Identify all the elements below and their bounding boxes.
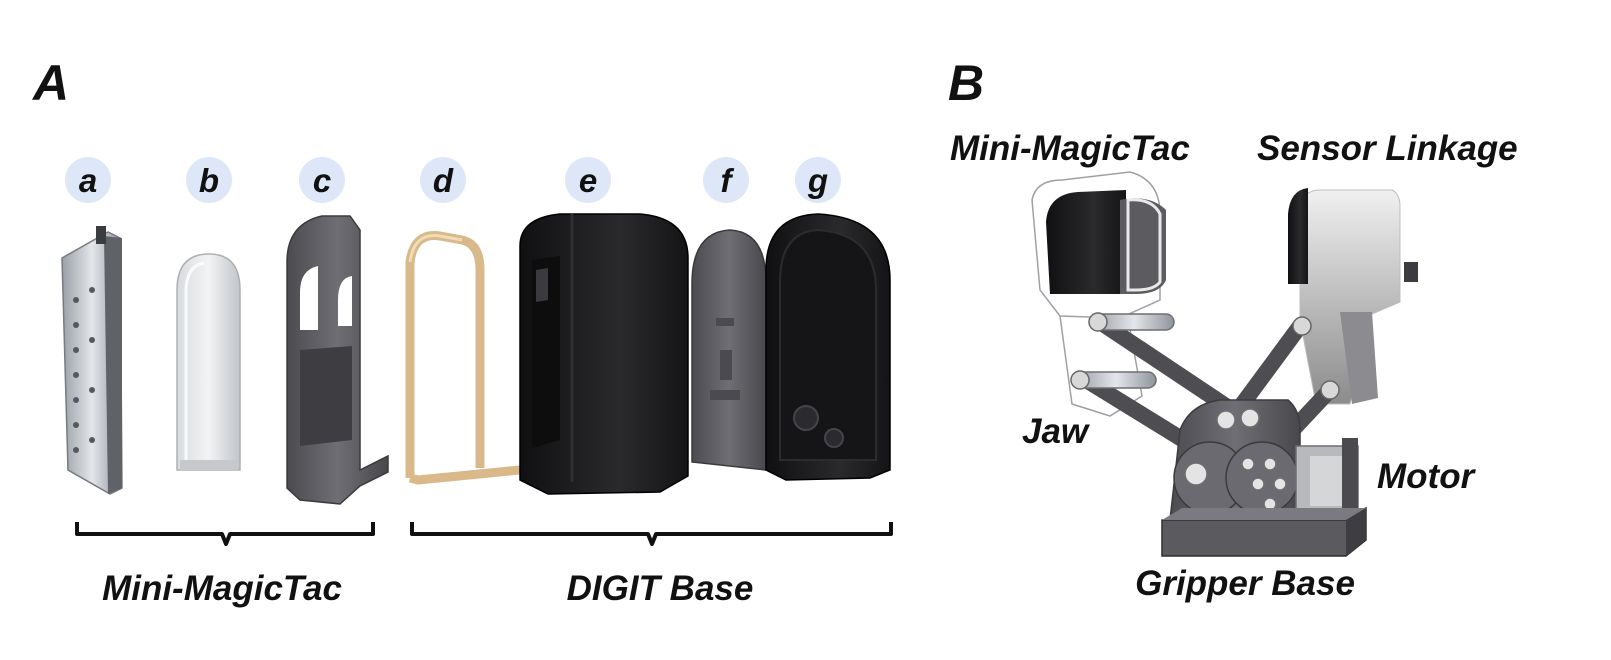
gear-right bbox=[1226, 442, 1298, 514]
part-c-render bbox=[287, 216, 388, 504]
part-f-render bbox=[692, 230, 766, 470]
digit-base-group-label: DIGIT Base bbox=[567, 569, 754, 608]
part-g-marker: g bbox=[795, 157, 841, 203]
sensor-linkage-callout: Sensor Linkage bbox=[1257, 129, 1518, 168]
motor-callout: Motor bbox=[1377, 457, 1477, 496]
part-b-render bbox=[177, 254, 240, 470]
gripper-render bbox=[1032, 172, 1418, 556]
part-a-marker: a bbox=[65, 157, 111, 203]
part-a-letter: a bbox=[79, 162, 97, 199]
part-c-marker: c bbox=[299, 157, 345, 203]
digit-base-brace bbox=[412, 522, 891, 544]
jaw-callout: Jaw bbox=[1022, 412, 1091, 451]
left-sensor-body bbox=[1046, 190, 1126, 294]
part-b-marker: b bbox=[186, 157, 232, 203]
part-c-letter: c bbox=[313, 162, 331, 199]
panel-b-label: B bbox=[948, 55, 984, 111]
part-e-marker: e bbox=[565, 157, 611, 203]
part-g-render bbox=[766, 214, 890, 480]
part-g-letter: g bbox=[807, 162, 828, 199]
mini-magictac-brace bbox=[77, 522, 373, 544]
sensor-callout: Mini-MagicTac bbox=[950, 129, 1190, 168]
part-b-letter: b bbox=[199, 162, 219, 199]
gripper-base-callout: Gripper Base bbox=[1135, 564, 1355, 603]
part-e-render bbox=[520, 214, 688, 494]
part-d-marker: d bbox=[420, 157, 466, 203]
part-a-render bbox=[62, 226, 122, 494]
part-e-letter: e bbox=[579, 162, 597, 199]
mini-magictac-group-label: Mini-MagicTac bbox=[102, 569, 342, 608]
panel-a-label: A bbox=[31, 55, 69, 111]
part-d-letter: d bbox=[433, 162, 454, 199]
part-f-marker: f bbox=[703, 157, 749, 203]
